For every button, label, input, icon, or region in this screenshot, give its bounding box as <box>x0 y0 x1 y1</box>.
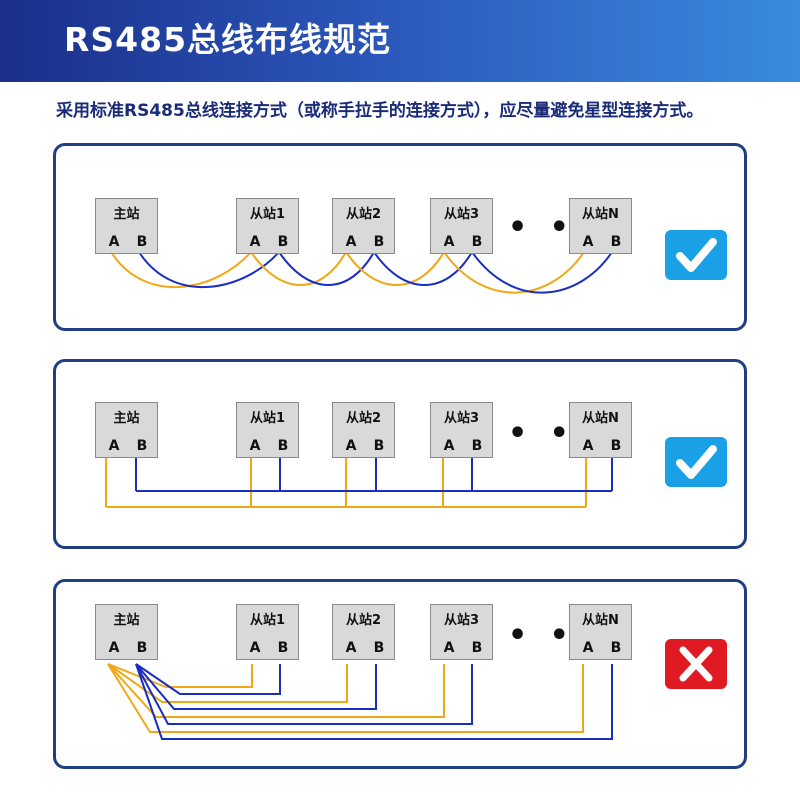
terminal-a: A <box>249 640 261 656</box>
wiring-panel-bus-trunk: 主站 A B 从站1 A B 从站2 A B 从站3 A B • • • 从站N… <box>53 359 747 549</box>
station-slave-n: 从站N A B <box>569 604 632 660</box>
terminal-a: A <box>345 234 357 250</box>
wire-a-star <box>107 663 445 718</box>
terminal-a: A <box>443 438 455 454</box>
wire-a-star <box>107 663 348 703</box>
station-slave-2: 从站2 A B <box>332 604 395 660</box>
station-slave-n: 从站N A B <box>569 198 632 254</box>
terminal-a: A <box>249 234 261 250</box>
wire-b-star <box>135 663 281 695</box>
terminal-b: B <box>471 438 483 454</box>
station-slave-2: 从站2 A B <box>332 402 395 458</box>
terminal-b: B <box>471 640 483 656</box>
cross-mark-icon <box>679 646 713 682</box>
wire-b <box>373 251 473 286</box>
header-banner: RS485总线布线规范 <box>0 0 800 82</box>
terminal-a: A <box>582 640 594 656</box>
station-label: 从站2 <box>345 411 382 426</box>
station-label: 从站3 <box>443 613 480 628</box>
station-slave-n: 从站N A B <box>569 402 632 458</box>
station-label: 从站2 <box>345 613 382 628</box>
wire-a <box>110 251 252 288</box>
terminal-b: B <box>373 640 385 656</box>
station-slave-3: 从站3 A B <box>430 604 493 660</box>
station-master: 主站 A B <box>95 402 158 458</box>
terminal-b: B <box>277 438 289 454</box>
station-master: 主站 A B <box>95 604 158 660</box>
check-mark-icon <box>676 238 717 272</box>
wire-b <box>278 251 375 286</box>
wire-b-star <box>135 663 613 740</box>
terminal-a: A <box>249 438 261 454</box>
station-slave-3: 从站3 A B <box>430 402 493 458</box>
wire-b-star <box>135 663 377 710</box>
terminal-a: A <box>108 438 120 454</box>
star-wires <box>107 663 613 740</box>
station-label: 从站3 <box>443 411 480 426</box>
terminal-b: B <box>373 438 385 454</box>
page-title: RS485总线布线规范 <box>64 20 392 59</box>
terminal-b: B <box>610 438 622 454</box>
station-label: 主站 <box>113 613 140 628</box>
station-slave-1: 从站1 A B <box>236 402 299 458</box>
wire-b <box>471 251 613 294</box>
wire-a <box>345 251 445 286</box>
terminal-b: B <box>373 234 385 250</box>
station-slave-1: 从站1 A B <box>236 604 299 660</box>
station-label: 主站 <box>113 411 140 426</box>
terminal-b: B <box>277 234 289 250</box>
terminal-b: B <box>136 438 148 454</box>
bus-trunk-wires <box>105 458 613 508</box>
wire-b <box>138 251 280 288</box>
station-label: 从站N <box>582 207 619 222</box>
terminal-a: A <box>582 234 594 250</box>
terminal-b: B <box>610 640 622 656</box>
terminal-b: B <box>277 640 289 656</box>
wire-a-star <box>107 663 253 688</box>
terminal-a: A <box>345 640 357 656</box>
terminal-b: B <box>136 234 148 250</box>
terminal-a: A <box>108 234 120 250</box>
wire-b-star <box>135 663 473 725</box>
station-label: 从站1 <box>249 411 286 426</box>
station-label: 从站N <box>582 411 619 426</box>
correct-badge <box>665 230 727 280</box>
station-label: 主站 <box>113 207 140 222</box>
page-subtitle: 采用标准RS485总线连接方式（或称手拉手的连接方式），应尽量避免星型连接方式。 <box>56 101 704 121</box>
check-mark-icon <box>676 445 717 479</box>
wrong-badge <box>665 639 727 689</box>
terminal-a: A <box>582 438 594 454</box>
station-label: 从站3 <box>443 207 480 222</box>
terminal-a: A <box>443 234 455 250</box>
terminal-b: B <box>471 234 483 250</box>
wire-a <box>250 251 347 286</box>
wiring-panel-daisy-chain: 主站 A B 从站1 A B 从站2 A B 从站3 A B • • • 从站N… <box>53 143 747 331</box>
wire-a-star <box>107 663 584 733</box>
daisy-chain-wires <box>110 251 613 294</box>
station-label: 从站N <box>582 613 619 628</box>
station-slave-3: 从站3 A B <box>430 198 493 254</box>
correct-badge <box>665 437 727 487</box>
wiring-panel-star: 主站 A B 从站1 A B 从站2 A B 从站3 A B • • • 从站N… <box>53 579 747 769</box>
station-slave-2: 从站2 A B <box>332 198 395 254</box>
terminal-a: A <box>108 640 120 656</box>
terminal-b: B <box>136 640 148 656</box>
terminal-b: B <box>610 234 622 250</box>
terminal-a: A <box>345 438 357 454</box>
station-slave-1: 从站1 A B <box>236 198 299 254</box>
station-master: 主站 A B <box>95 198 158 254</box>
wire-a <box>443 251 585 294</box>
station-label: 从站1 <box>249 207 286 222</box>
station-label: 从站1 <box>249 613 286 628</box>
station-label: 从站2 <box>345 207 382 222</box>
terminal-a: A <box>443 640 455 656</box>
